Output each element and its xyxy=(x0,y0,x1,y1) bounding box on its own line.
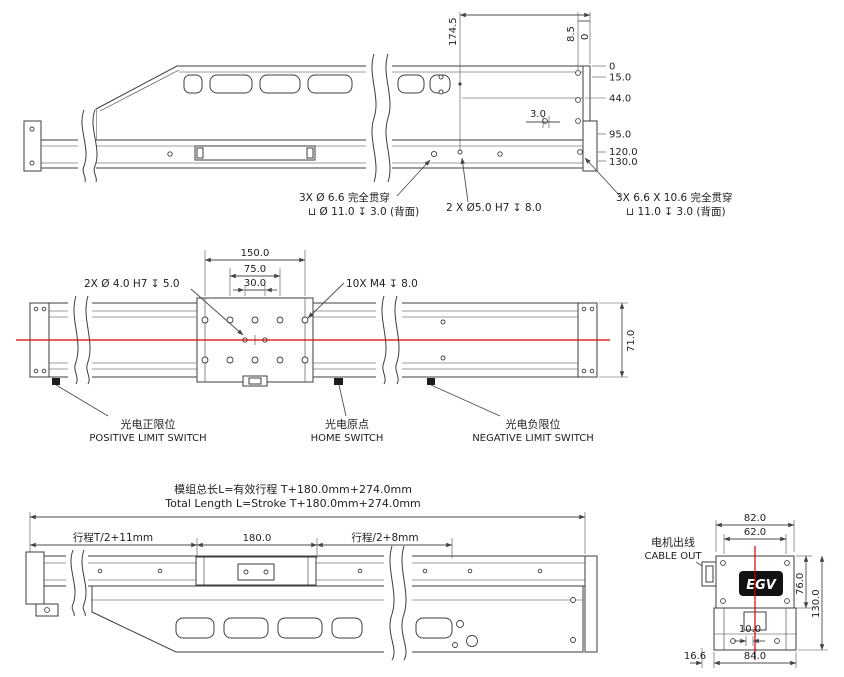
bottom-dimensions: 行程T/2+11mm 180.0 行程/2+8mm xyxy=(29,512,586,558)
negative-limit-sensor xyxy=(427,378,435,385)
home-switch-label-en: HOME SWITCH xyxy=(311,433,384,444)
counterbore-note-left-line1: 3X Ø 6.6 完全贯穿 xyxy=(299,191,390,204)
end-block-left xyxy=(25,551,45,605)
dim-62: 62.0 xyxy=(744,527,766,538)
total-length-title-zh: 模组总长L=有效行程 T+180.0mm+274.0mm xyxy=(174,482,412,496)
break-line xyxy=(66,545,412,662)
side-profile-body xyxy=(23,65,598,172)
positive-limit-label-en: POSITIVE LIMIT SWITCH xyxy=(89,433,206,444)
section-view: 电机出线 CABLE OUT EGV 82.0 xyxy=(644,513,828,668)
counterbore-note-right-line1: 3X 6.6 X 10.6 完全贯穿 xyxy=(616,191,733,204)
dim-150: 150.0 xyxy=(241,248,270,259)
slot xyxy=(307,74,353,94)
section-dimensions: 82.0 62.0 76.0 130.0 10.0 84.0 16.6 xyxy=(684,513,828,668)
positive-limit-sensor xyxy=(52,378,60,385)
dim-84: 84.0 xyxy=(744,651,766,662)
total-length-title-en: Total Length L=Stroke T+180.0mm+274.0mm xyxy=(164,497,421,510)
dim-16-6: 16.6 xyxy=(684,651,706,662)
slot xyxy=(259,74,301,94)
ordinate-15: 15.0 xyxy=(609,73,631,84)
dim-10: 10.0 xyxy=(739,624,761,635)
dim-180: 180.0 xyxy=(243,533,272,544)
top-dim-zero: 0 xyxy=(580,34,591,40)
dim-75: 75.0 xyxy=(244,264,266,275)
brand-logo-text: EGV xyxy=(746,578,777,593)
stroke-left-dim: 行程T/2+11mm xyxy=(73,531,153,544)
end-block-right xyxy=(584,555,598,653)
dim-82: 82.0 xyxy=(744,513,766,524)
rail-side xyxy=(40,139,596,169)
slot xyxy=(331,617,363,639)
cable-out-annotation: 电机出线 CABLE OUT xyxy=(644,535,711,572)
dim-71: 71.0 xyxy=(626,330,637,352)
home-sensor xyxy=(334,378,343,385)
home-switch-label-zh: 光电原点 xyxy=(325,417,369,431)
tapped-hole-note: 10X M4 ↧ 8.0 xyxy=(346,278,418,290)
top-view-dimensions: 174.5 8.5 0 0 15.0 44.0 95.0 120.0 130.0… xyxy=(448,12,638,168)
bottom-view: 模组总长L=有效行程 T+180.0mm+274.0mm Total Lengt… xyxy=(25,482,598,662)
counterbore-note-left-line2: ⊔ Ø 11.0 ↧ 3.0 (背面) xyxy=(308,205,419,218)
carriage-bottom xyxy=(195,556,317,586)
plan-body xyxy=(29,297,598,387)
slot xyxy=(415,617,453,639)
slot xyxy=(183,74,203,94)
top-view: 174.5 8.5 0 0 15.0 44.0 95.0 120.0 130.0… xyxy=(23,12,733,218)
slot xyxy=(223,617,269,639)
switch-annotations: 光电正限位 POSITIVE LIMIT SWITCH 光电原点 HOME SW… xyxy=(52,378,594,444)
stroke-right-dim: 行程/2+8mm xyxy=(351,531,418,544)
negative-limit-label-zh: 光电负限位 xyxy=(506,417,561,431)
slot xyxy=(175,617,215,639)
plan-dimensions: 150.0 75.0 30.0 2X Ø 4.0 H7 ↧ 5.0 10X M4… xyxy=(84,248,637,378)
top-dim-174-5: 174.5 xyxy=(448,17,459,46)
brand-logo-plate xyxy=(739,571,783,596)
slot xyxy=(277,617,323,639)
cable-out-label-en: CABLE OUT xyxy=(644,551,702,562)
counterbore-note-right-line2: ⊔ 11.0 ↧ 3.0 (背面) xyxy=(626,205,726,218)
top-dim-8-5: 8.5 xyxy=(566,26,577,42)
cable-out-label-zh: 电机出线 xyxy=(651,535,695,549)
dowel-hole-note: 2X Ø 4.0 H7 ↧ 5.0 xyxy=(84,278,180,290)
home-dog xyxy=(242,375,268,387)
negative-limit-label-en: NEGATIVE LIMIT SWITCH xyxy=(472,433,594,444)
dowel-note: 2 X Ø5.0 H7 ↧ 8.0 xyxy=(446,202,542,214)
plan-view: 150.0 75.0 30.0 2X Ø 4.0 H7 ↧ 5.0 10X M4… xyxy=(16,248,637,444)
ordinate-44: 44.0 xyxy=(609,94,631,105)
section-body: EGV xyxy=(701,555,797,651)
top-view-hole-notes: 3X Ø 6.6 完全贯穿 ⊔ Ø 11.0 ↧ 3.0 (背面) 2 X Ø5… xyxy=(299,157,733,218)
ordinate-95: 95.0 xyxy=(609,130,631,141)
ordinate-120: 120.0 xyxy=(609,147,638,158)
carriage-side xyxy=(194,145,316,161)
dim-30: 30.0 xyxy=(244,278,266,289)
ordinate-130: 130.0 xyxy=(609,157,638,168)
dim-130: 130.0 xyxy=(811,589,822,618)
bottom-body xyxy=(25,551,598,653)
dim-76: 76.0 xyxy=(795,573,806,595)
slot xyxy=(397,74,425,94)
ordinate-0: 0 xyxy=(609,62,615,73)
slot xyxy=(209,74,253,94)
break-line xyxy=(78,53,392,183)
dim-3-0: 3.0 xyxy=(530,109,546,120)
positive-limit-label-zh: 光电正限位 xyxy=(121,417,176,431)
